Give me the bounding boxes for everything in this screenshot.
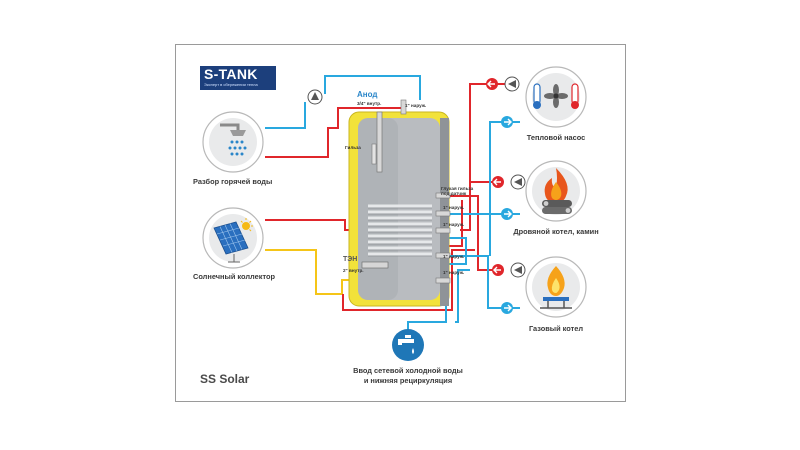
recirc-pipe xyxy=(265,75,421,129)
cold-water-label-line1: Ввод сетевой холодной воды xyxy=(353,366,463,375)
gas-boiler-label: Газовый котел xyxy=(528,324,584,333)
heat-supply-manifold xyxy=(440,83,515,271)
wood-boiler-label: Дровяной котел, камин xyxy=(513,227,599,236)
boiler-return-pipe xyxy=(342,249,475,311)
brand-tagline: Эксперт в сбережении тепла xyxy=(204,82,258,87)
heat-pump-label: Тепловой насос xyxy=(526,133,586,142)
flow-arrow-icon xyxy=(501,302,513,314)
heater-element xyxy=(361,261,389,269)
flow-arrow-icon xyxy=(492,176,504,188)
flow-arrow-icon xyxy=(492,264,504,276)
outer-fitting-label-1: 1" наруж. xyxy=(443,205,465,210)
heater-thread-label: 2" внутр. xyxy=(343,268,364,273)
shower-icon xyxy=(202,111,264,173)
outer-fitting-label-3: 1" наруж. xyxy=(443,254,465,259)
pump-icon xyxy=(510,262,526,278)
heat-exchanger-coil xyxy=(368,204,432,256)
heat-pump-icon xyxy=(525,66,587,128)
gas-boiler-icon xyxy=(525,256,587,318)
brand-name: S-TANK xyxy=(204,66,258,82)
flow-arrow-icon xyxy=(501,116,513,128)
anode-thread-label: 3/4" внутр. xyxy=(357,101,382,106)
anode-label: Анод xyxy=(357,90,378,99)
pump-icon xyxy=(307,89,323,105)
cold-recirc-pipe xyxy=(455,269,470,323)
flow-arrow-icon xyxy=(486,78,498,90)
sleeve-label: Гильза xyxy=(345,145,361,150)
top-outlet-label: 1" наруж. xyxy=(405,103,427,108)
flow-arrow-icon xyxy=(501,208,513,220)
solar-panel-icon xyxy=(202,207,264,269)
deep-sleeve-label-2: под датчик xyxy=(441,191,467,196)
pump-icon xyxy=(510,174,526,190)
outer-fitting-label-2: 1" наруж. xyxy=(443,222,465,227)
model-name: SS Solar xyxy=(200,372,250,386)
water-tap-icon xyxy=(392,329,424,361)
deep-sleeve-label-1: Глухая гильза xyxy=(441,186,474,191)
sensor-sleeve xyxy=(371,143,377,165)
anode-rod xyxy=(376,111,383,173)
solar-label: Солнечный коллектор xyxy=(193,272,275,281)
heater-label: ТЭН xyxy=(343,256,358,263)
brand-logo: S-TANK Эксперт в сбережении тепла xyxy=(200,66,276,90)
hot-water-label: Разбор горячей воды xyxy=(193,177,273,186)
pump-icon xyxy=(504,76,520,92)
cold-water-label-line2: и нижняя рециркуляция xyxy=(363,376,453,385)
diagram-frame xyxy=(175,44,626,402)
outer-fitting-label-4: 1" наруж. xyxy=(443,270,465,275)
wood-boiler-icon xyxy=(525,160,587,222)
storage-tank xyxy=(348,111,450,307)
